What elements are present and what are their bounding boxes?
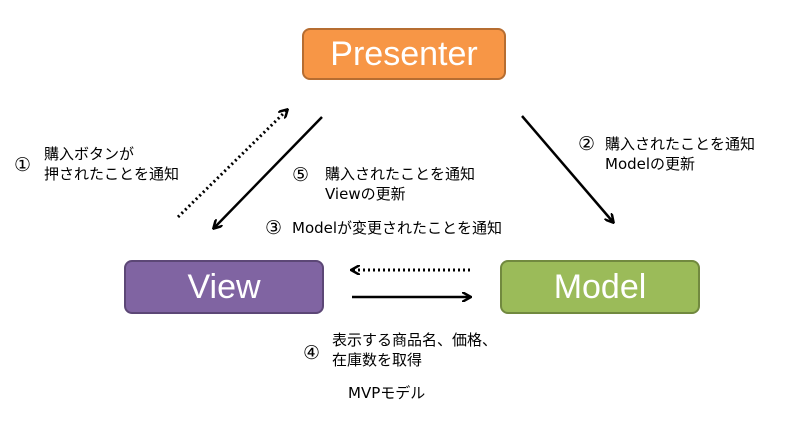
step-4-number: ④ [303, 342, 321, 364]
view-label: View [187, 267, 261, 306]
step-3-number: ③ [265, 217, 283, 239]
step-5-number: ⑤ [292, 164, 310, 186]
step-1-label: 購入ボタンが 押されたことを通知 [44, 145, 180, 183]
step-5-label: 購入されたことを通知 Viewの更新 [325, 165, 476, 203]
view-node: View [124, 260, 324, 314]
presenter-node: Presenter [302, 28, 506, 80]
step-2-number: ② [578, 133, 596, 155]
step-4-label: 表示する商品名、価格、 在庫数を取得 [332, 331, 498, 369]
diagram-title: MVPモデル [348, 384, 426, 402]
arrow-presenter-to-model [521, 115, 613, 222]
step-3-label: Modelが変更されたことを通知 [292, 219, 503, 237]
model-label: Model [553, 267, 647, 306]
step-1-number: ① [14, 154, 32, 176]
arrow-view-to-presenter [176, 110, 287, 219]
model-node: Model [500, 260, 700, 314]
presenter-label: Presenter [330, 34, 478, 73]
step-2-label: 購入されたことを通知 Modelの更新 [605, 135, 756, 173]
arrow-presenter-to-view [214, 116, 323, 228]
